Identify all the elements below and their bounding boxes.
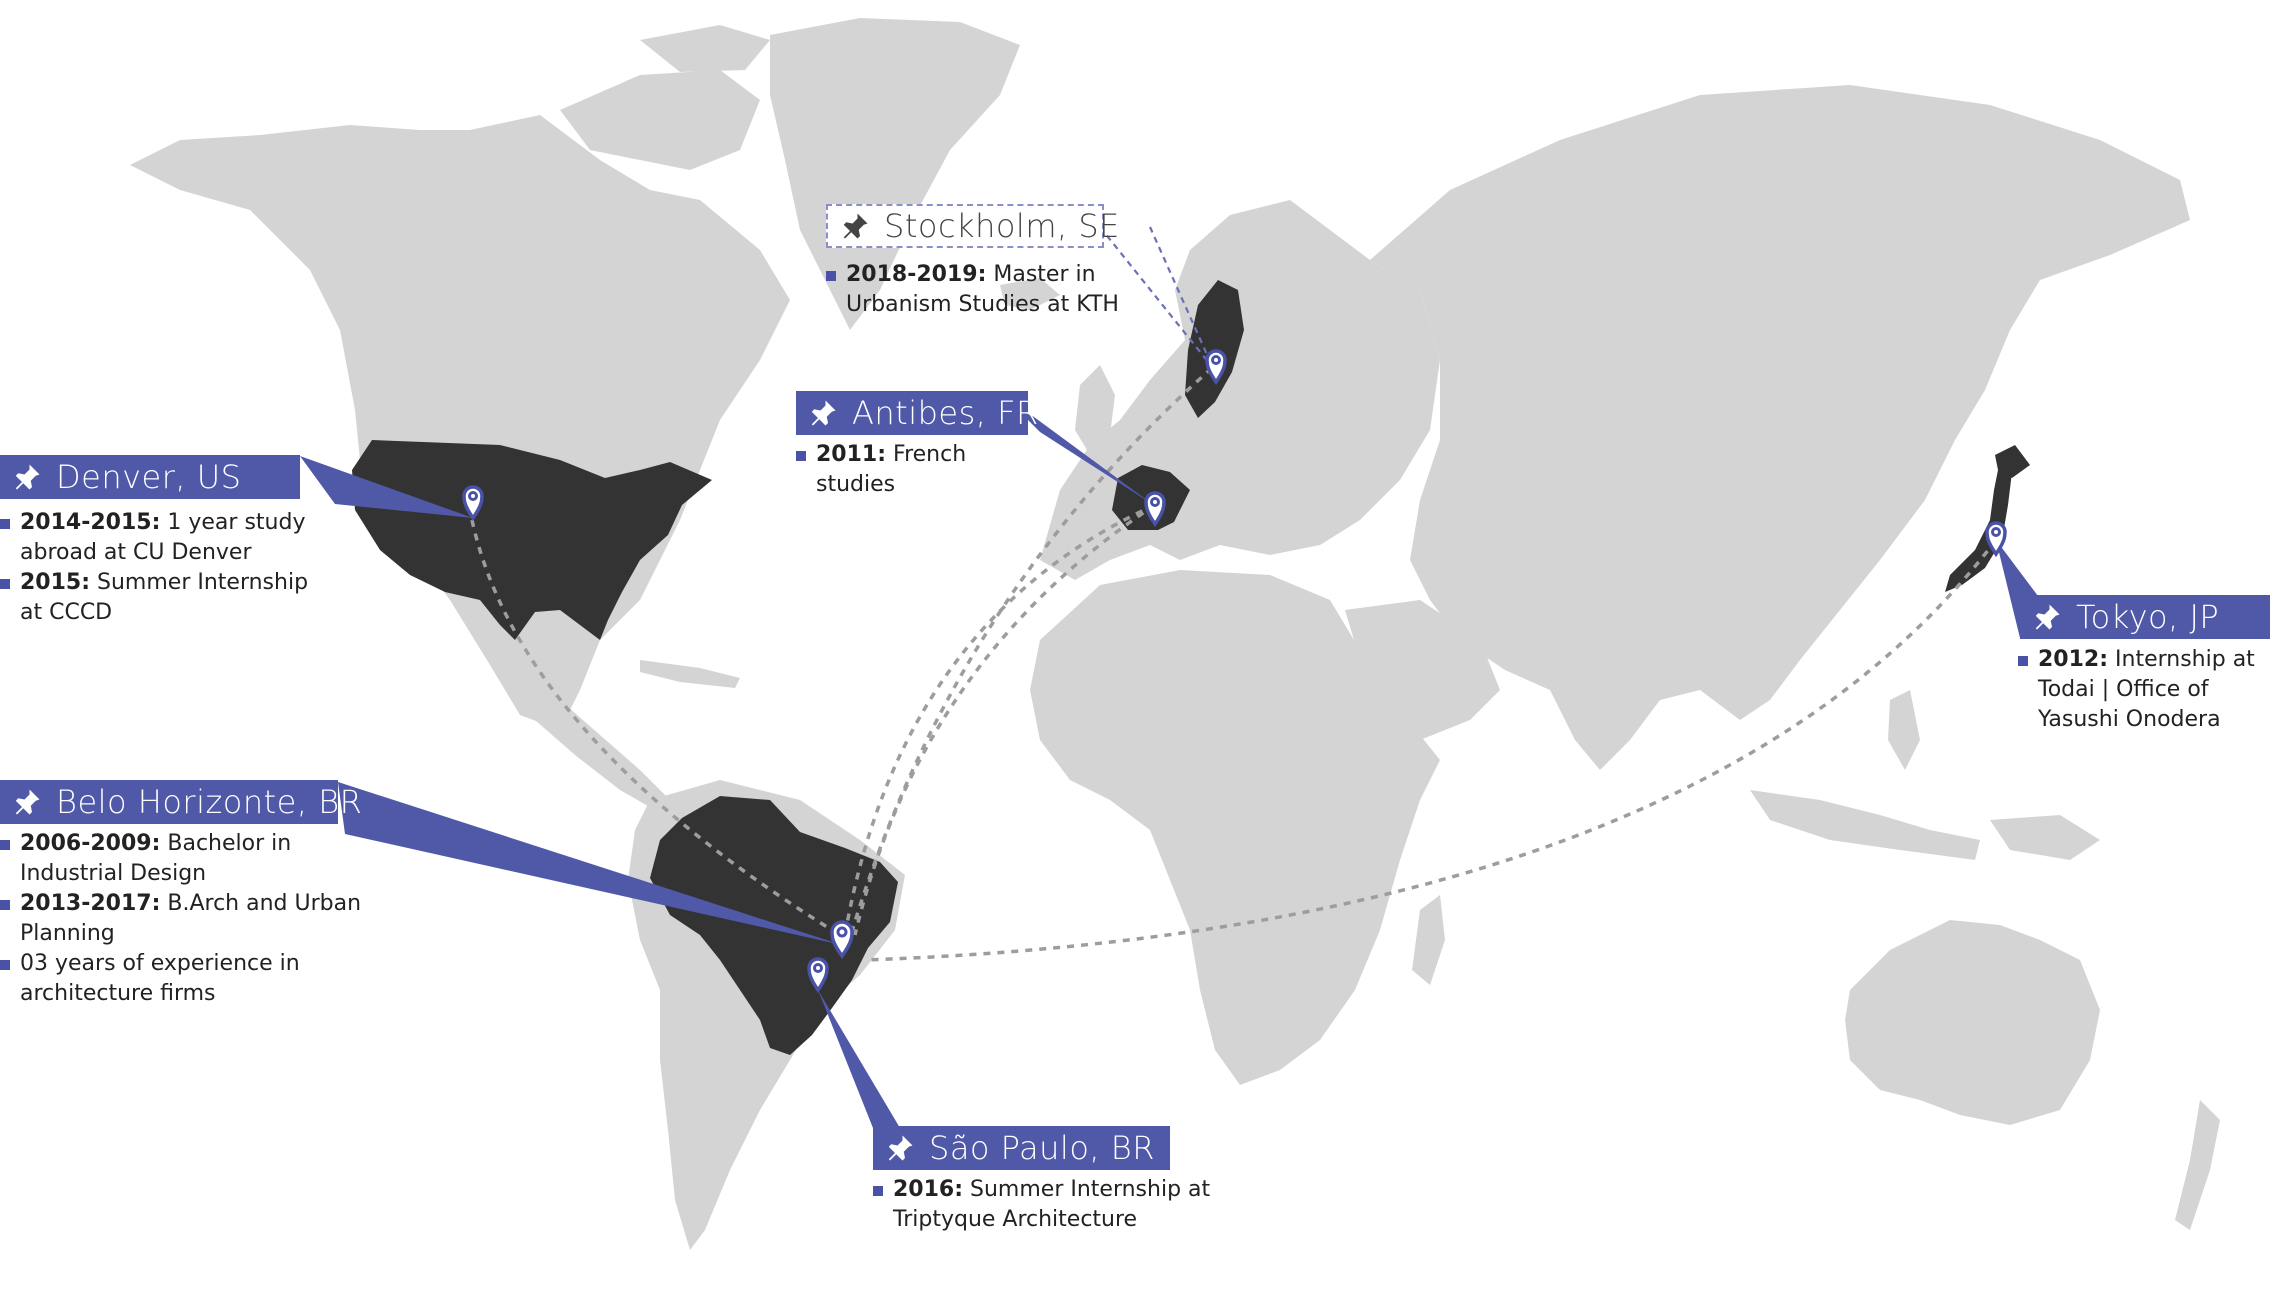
map-pin-icon[interactable] [1144, 491, 1166, 528]
label-denver: Denver, US [0, 455, 300, 499]
pushpin-icon [15, 789, 40, 815]
map-pin-icon[interactable] [807, 957, 829, 994]
iceland [1000, 278, 1060, 310]
sweden-highlight [1185, 280, 1244, 418]
label-stockholm: Stockholm, SE [826, 204, 1119, 248]
info-entry: 2011: French studies [796, 440, 986, 500]
pushpin-icon [2035, 604, 2060, 630]
arctic-islands-2 [640, 25, 770, 72]
label-antibes: Antibes, FR [796, 391, 1038, 435]
pushpin-icon [843, 213, 868, 239]
leader-denver [300, 456, 473, 518]
africa [1030, 570, 1440, 1085]
info-tokyo: 2012: Internship at Todai | Office of Ya… [2018, 645, 2268, 735]
map-pin-icon[interactable] [1985, 521, 2007, 558]
label-denver-title: Denver, US [56, 458, 242, 496]
label-belo-horizonte: Belo Horizonte, BR [0, 780, 362, 824]
info-entry: 2013-2017: B.Arch and Urban Planning [0, 889, 370, 949]
info-denver: 2014-2015: 1 year study abroad at CU Den… [0, 508, 320, 628]
australia [1845, 920, 2100, 1125]
indonesia [1750, 790, 1980, 860]
papua [1990, 815, 2100, 860]
new-zealand [2175, 1100, 2220, 1230]
map-pin-icon[interactable] [830, 920, 854, 960]
leader-belo [338, 782, 842, 945]
leader-stockholm [1099, 226, 1215, 369]
info-entry: 2015: Summer Internship at CCCD [0, 568, 320, 628]
info-entry: 2016: Summer Internship at Triptyque Arc… [873, 1175, 1233, 1235]
japan-highlight [1945, 470, 2012, 592]
map-pin-icon[interactable] [1205, 349, 1227, 386]
info-antibes: 2011: French studies [796, 440, 986, 500]
info-sao-paulo: 2016: Summer Internship at Triptyque Arc… [873, 1175, 1233, 1235]
label-antibes-title: Antibes, FR [852, 394, 1039, 432]
info-entry: 2006-2009: Bachelor in Industrial Design [0, 829, 370, 889]
arctic-islands [560, 70, 760, 170]
info-stockholm: 2018-2019: Master in Urbanism Studies at… [826, 260, 1166, 320]
route-stockholm [848, 366, 1214, 939]
label-tokyo-title: Tokyo, JP [2076, 598, 2220, 636]
label-sao-paulo: São Paulo, BR [873, 1126, 1170, 1170]
pushpin-icon [15, 464, 40, 490]
arabia [1345, 600, 1500, 740]
info-entry: 03 years of experience in architecture f… [0, 949, 370, 1009]
leader-antibes [1000, 392, 1155, 506]
asia [1370, 85, 2190, 770]
label-stockholm-title: Stockholm, SE [884, 207, 1120, 245]
central-america [520, 690, 670, 810]
greenland [770, 18, 1020, 330]
japan-hokkaido-highlight [1995, 445, 2030, 478]
info-entry: 2018-2019: Master in Urbanism Studies at… [826, 260, 1166, 320]
route-tokyo [864, 538, 1998, 962]
philippines [1888, 690, 1920, 770]
label-tokyo: Tokyo, JP [2020, 595, 2270, 639]
map-pin-icon[interactable] [462, 485, 484, 522]
caribbean [640, 660, 740, 688]
usa-highlight [352, 440, 712, 640]
leader-saopaulo [818, 990, 900, 1128]
info-entry: 2014-2015: 1 year study abroad at CU Den… [0, 508, 320, 568]
pushpin-icon [811, 400, 836, 426]
route-antibes-1 [843, 503, 1156, 936]
info-entry: 2012: Internship at Todai | Office of Ya… [2018, 645, 2268, 735]
route-antibes-2 [853, 503, 1156, 936]
label-belo-horizonte-title: Belo Horizonte, BR [56, 783, 363, 821]
madagascar [1412, 895, 1445, 985]
info-belo-horizonte: 2006-2009: Bachelor in Industrial Design… [0, 829, 370, 1009]
uk [1075, 365, 1115, 455]
north-america [130, 115, 790, 730]
pushpin-icon [888, 1135, 913, 1161]
label-sao-paulo-title: São Paulo, BR [929, 1129, 1155, 1167]
